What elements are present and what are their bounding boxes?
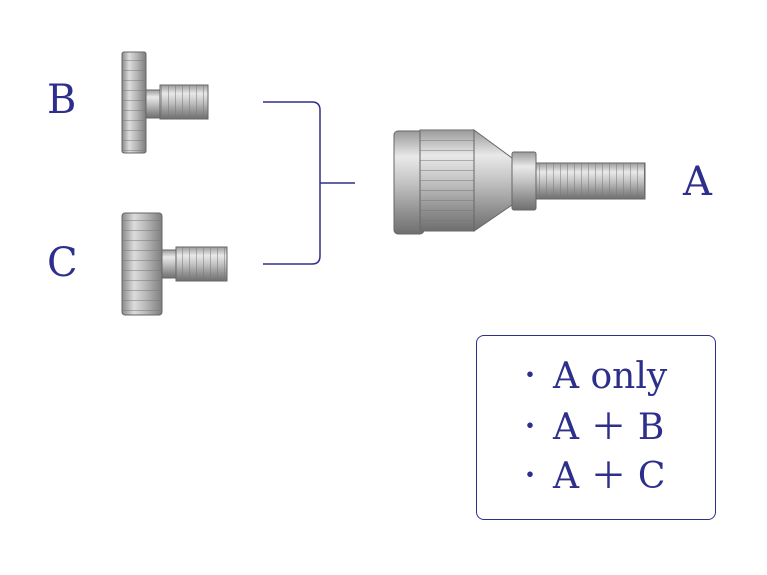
option-a-plus-b: ・ A ＋ B xyxy=(517,407,664,448)
fitting-c xyxy=(121,212,228,316)
fitting-b xyxy=(121,51,209,154)
options-box: ・ A only ・ A ＋ B ・ A ＋ C xyxy=(476,335,716,520)
label-c: C xyxy=(47,240,78,286)
label-a: A xyxy=(683,159,712,205)
option-text: A ＋ B xyxy=(553,407,665,448)
bracket-connector xyxy=(263,101,355,265)
bullet: ・ xyxy=(517,361,544,391)
bullet: ・ xyxy=(517,461,544,491)
label-b: B xyxy=(47,77,77,123)
option-a-only: ・ A only xyxy=(517,356,667,397)
option-text: A only xyxy=(553,356,668,397)
option-a-plus-c: ・ A ＋ C xyxy=(517,456,665,497)
option-text: A ＋ C xyxy=(553,456,666,497)
fitting-a xyxy=(393,129,646,235)
bullet: ・ xyxy=(517,412,544,442)
